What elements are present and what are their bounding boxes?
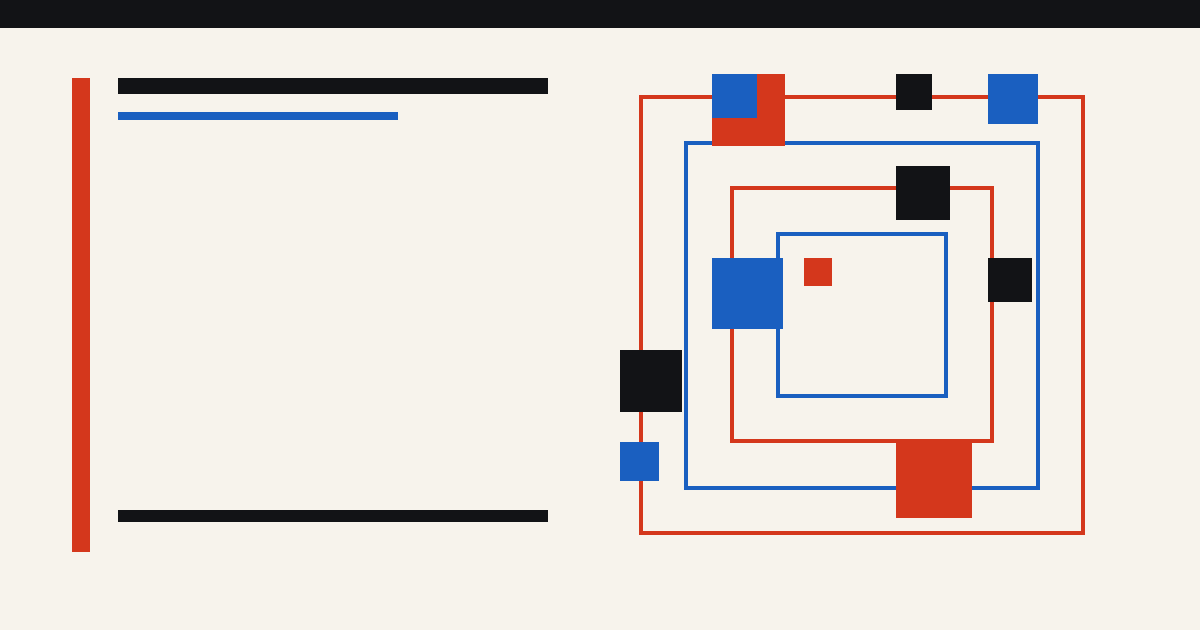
- black-square-middle-right: [988, 258, 1032, 302]
- blue-square-middle-left: [712, 258, 783, 329]
- blue-square-lower-left: [620, 442, 659, 481]
- outer-red-frame: [639, 95, 1085, 535]
- left-red-vertical-bar: [72, 78, 90, 552]
- subtitle-placeholder-bar: [118, 112, 398, 120]
- footer-placeholder-bar: [118, 510, 548, 522]
- black-square-upper-center: [896, 166, 950, 220]
- black-square-top-middle: [896, 74, 932, 110]
- black-square-left: [620, 350, 682, 412]
- red-square-small-center: [804, 258, 832, 286]
- second-blue-frame: [684, 141, 1040, 490]
- blue-square-top-right: [988, 74, 1038, 124]
- top-bar: [0, 0, 1200, 28]
- red-square-bottom-center: [896, 442, 972, 518]
- title-placeholder-bar: [118, 78, 548, 94]
- inner-blue-frame: [776, 232, 948, 398]
- blue-square-top-left: [712, 74, 757, 118]
